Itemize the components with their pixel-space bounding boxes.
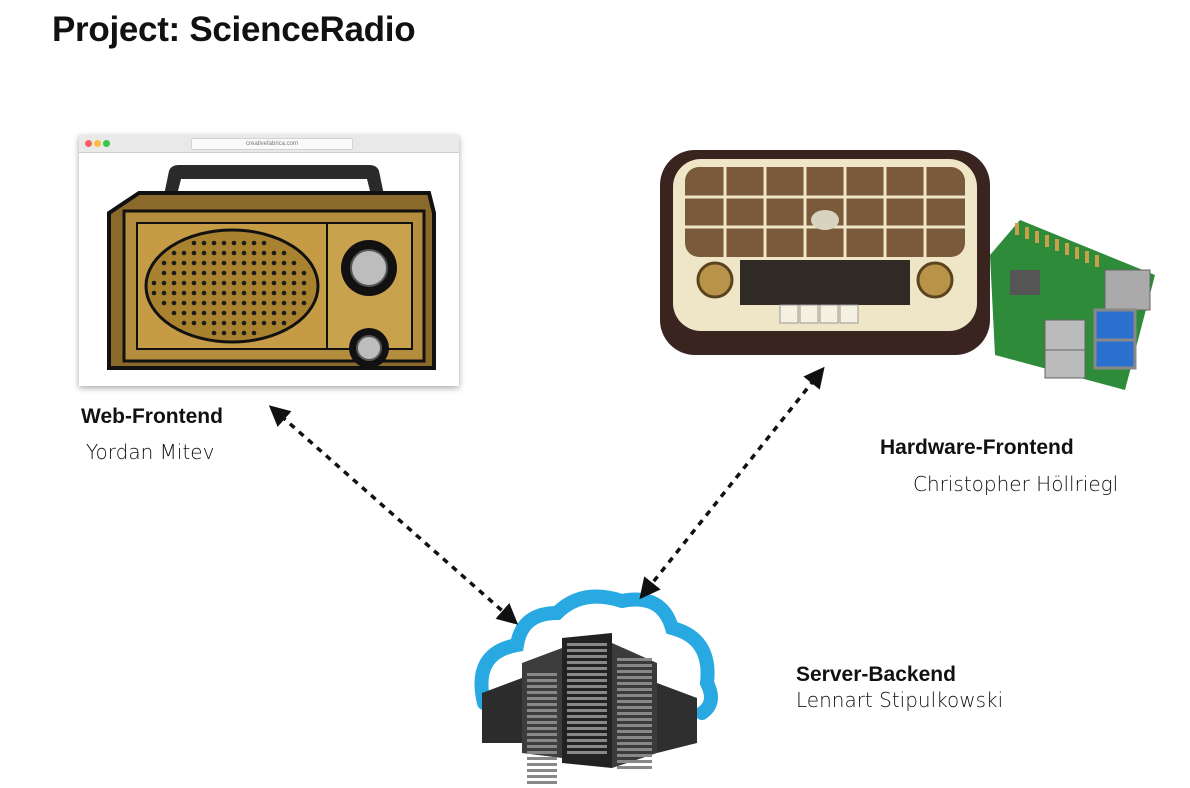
server-backend-person: Lennart Stipulkowski: [796, 688, 1004, 712]
cloud-icon: [474, 589, 718, 720]
hardware-frontend-image: [660, 150, 1155, 390]
zoom-dot-icon: [103, 140, 110, 147]
server-backend-image: [474, 589, 718, 784]
browser-url-field: creativefabrica.com: [191, 138, 353, 150]
minimize-dot-icon: [94, 140, 101, 147]
hardware-frontend-label: Hardware-Frontend: [880, 436, 1074, 459]
page-title: Project: ScienceRadio: [52, 10, 416, 49]
web-frontend-person: Yordan Mitev: [86, 440, 215, 464]
hardware-frontend-person: Christopher Höllriegl: [913, 472, 1119, 496]
web-frontend-screenshot: creativefabrica.com: [79, 135, 459, 386]
close-dot-icon: [85, 140, 92, 147]
browser-toolbar: creativefabrica.com: [79, 135, 459, 153]
arrow-hardware-to-server: [639, 366, 825, 600]
server-rack-icon: [482, 633, 697, 784]
web-frontend-label: Web-Frontend: [81, 405, 223, 428]
raspberry-pi-icon: [990, 220, 1155, 390]
radio-icon: [107, 165, 436, 370]
arrow-web-to-server: [268, 405, 519, 625]
server-backend-label: Server-Backend: [796, 663, 956, 686]
